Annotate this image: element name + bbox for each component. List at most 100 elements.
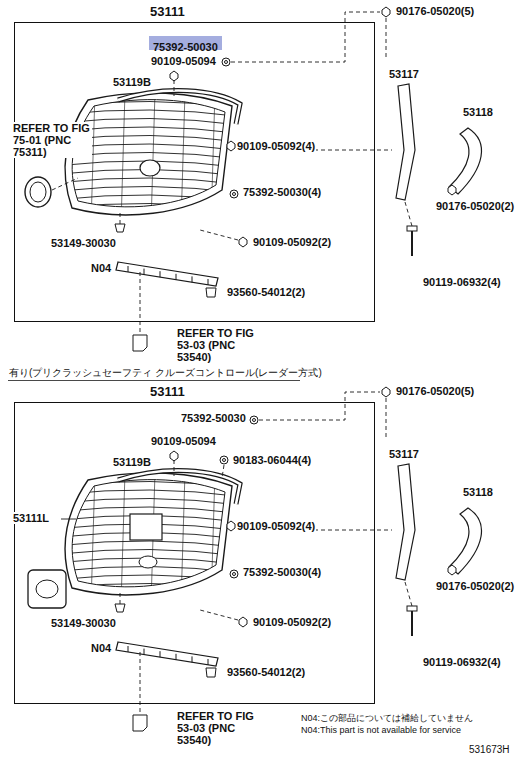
part-number: N04 — [90, 262, 112, 274]
part-number: 53149-30030 — [50, 237, 117, 249]
bracket-rib — [176, 274, 177, 280]
clip-symbol — [115, 224, 125, 232]
part-number: 53111 — [150, 4, 185, 19]
grille-slat — [60, 549, 240, 556]
leader-line — [386, 18, 387, 60]
side-bracket — [396, 464, 415, 580]
note-text: N04:This part is not available for servi… — [300, 724, 462, 736]
leader-line — [120, 212, 121, 224]
part-number: 93560-54012(2) — [226, 666, 306, 678]
part-number: 53117 — [388, 448, 420, 460]
leader-line — [52, 178, 78, 190]
bracket-rib — [144, 649, 145, 655]
bracket-rib — [160, 271, 161, 277]
leader-line — [259, 392, 380, 420]
part-number: REFER TO FIG 75-01 (PNC 75311) — [12, 122, 92, 158]
part-number: 53149-30030 — [50, 617, 117, 629]
leader-line — [61, 519, 76, 520]
emblem — [140, 160, 160, 176]
bolt-symbol — [239, 617, 247, 627]
nut-symbol — [225, 61, 228, 64]
part-number: REFER TO FIG 53-03 (PNC 53540) — [176, 327, 258, 363]
lower-bracket — [116, 642, 218, 666]
nut-symbol — [253, 419, 256, 422]
leader-line — [140, 272, 141, 333]
part-number: N04 — [90, 642, 112, 654]
grille-bar — [211, 472, 215, 605]
bracket-rib — [192, 656, 193, 662]
part-number: 75392-50030 — [180, 412, 247, 424]
nut-symbol — [220, 456, 228, 464]
part-number: REFER TO FIG 53-03 (PNC 53540) — [176, 710, 258, 746]
part-number: 53118 — [462, 106, 494, 118]
leader-line — [174, 80, 175, 96]
part-number: 53118 — [462, 486, 494, 498]
part-number: 90176-05020(5) — [395, 385, 475, 397]
nut-symbol — [222, 58, 230, 66]
molding — [118, 91, 240, 124]
part-number: 90176-05020(5) — [395, 5, 475, 17]
emblem — [36, 580, 58, 598]
grille-slat — [60, 212, 240, 219]
grille-slat — [60, 481, 240, 488]
part-number: 53119B — [112, 456, 152, 468]
grille-body — [72, 100, 225, 207]
bolt-symbol — [227, 521, 235, 531]
screw-symbol — [411, 231, 413, 256]
part-number: 53117 — [388, 68, 420, 80]
leader-line — [174, 460, 175, 476]
side-bracket — [449, 128, 481, 194]
grille-bar — [121, 472, 125, 605]
part-number: 75392-50030(4) — [242, 186, 322, 198]
part-number: 90119-06932(4) — [422, 276, 502, 288]
bracket-rib — [176, 654, 177, 660]
highlight-box: 75392-50030 — [149, 36, 222, 50]
bolt-symbol — [448, 185, 456, 195]
nut-symbol — [230, 570, 238, 578]
part-number: 90176-05020(2) — [435, 580, 515, 592]
nut-symbol — [233, 573, 236, 576]
leader-line — [231, 12, 380, 62]
bolt-symbol — [448, 565, 456, 575]
grille-bar — [181, 472, 185, 605]
radar-window — [130, 514, 162, 540]
nut-symbol — [233, 193, 236, 196]
grille-slat — [60, 101, 240, 108]
panel-drawing — [25, 7, 481, 351]
screw-symbol — [407, 226, 417, 231]
grille-slat — [60, 195, 240, 202]
part-number: 90109-05094 — [150, 435, 217, 447]
bracket-rib — [208, 279, 209, 285]
part-number: 53111L — [12, 512, 50, 524]
grille-slat — [60, 498, 240, 505]
part-number: 90109-05092(4) — [236, 140, 316, 152]
grille-body — [72, 480, 225, 587]
part-number: 90119-06932(4) — [422, 656, 502, 668]
leader-line — [120, 592, 121, 604]
part-number: 53111 — [150, 384, 185, 399]
molding — [118, 91, 240, 124]
emblem — [139, 556, 157, 568]
grille-slat — [60, 186, 240, 193]
emblem-module — [28, 570, 66, 608]
grille-slat — [60, 178, 240, 185]
nut-symbol — [250, 416, 258, 424]
part-number: 53119B — [112, 76, 152, 88]
bracket-rib — [144, 269, 145, 275]
leader-line — [386, 398, 387, 440]
clip-symbol — [206, 668, 216, 677]
grille-slat — [60, 507, 240, 514]
leader-line — [405, 582, 412, 606]
part-number: 90183-06044(4) — [232, 454, 312, 466]
option-header: 有り(プリクラッシュセーフティ クルーズコントロール(レーダー方式) — [8, 367, 323, 379]
bolt-symbol — [170, 71, 178, 81]
part-number: 93560-54012(2) — [226, 286, 306, 298]
bolt-symbol — [239, 237, 247, 247]
grille-bar — [211, 92, 215, 225]
bracket-symbol — [133, 335, 147, 351]
leader-line — [405, 202, 412, 226]
nut-symbol — [230, 190, 238, 198]
leader-line — [200, 230, 238, 240]
underline — [8, 380, 300, 381]
